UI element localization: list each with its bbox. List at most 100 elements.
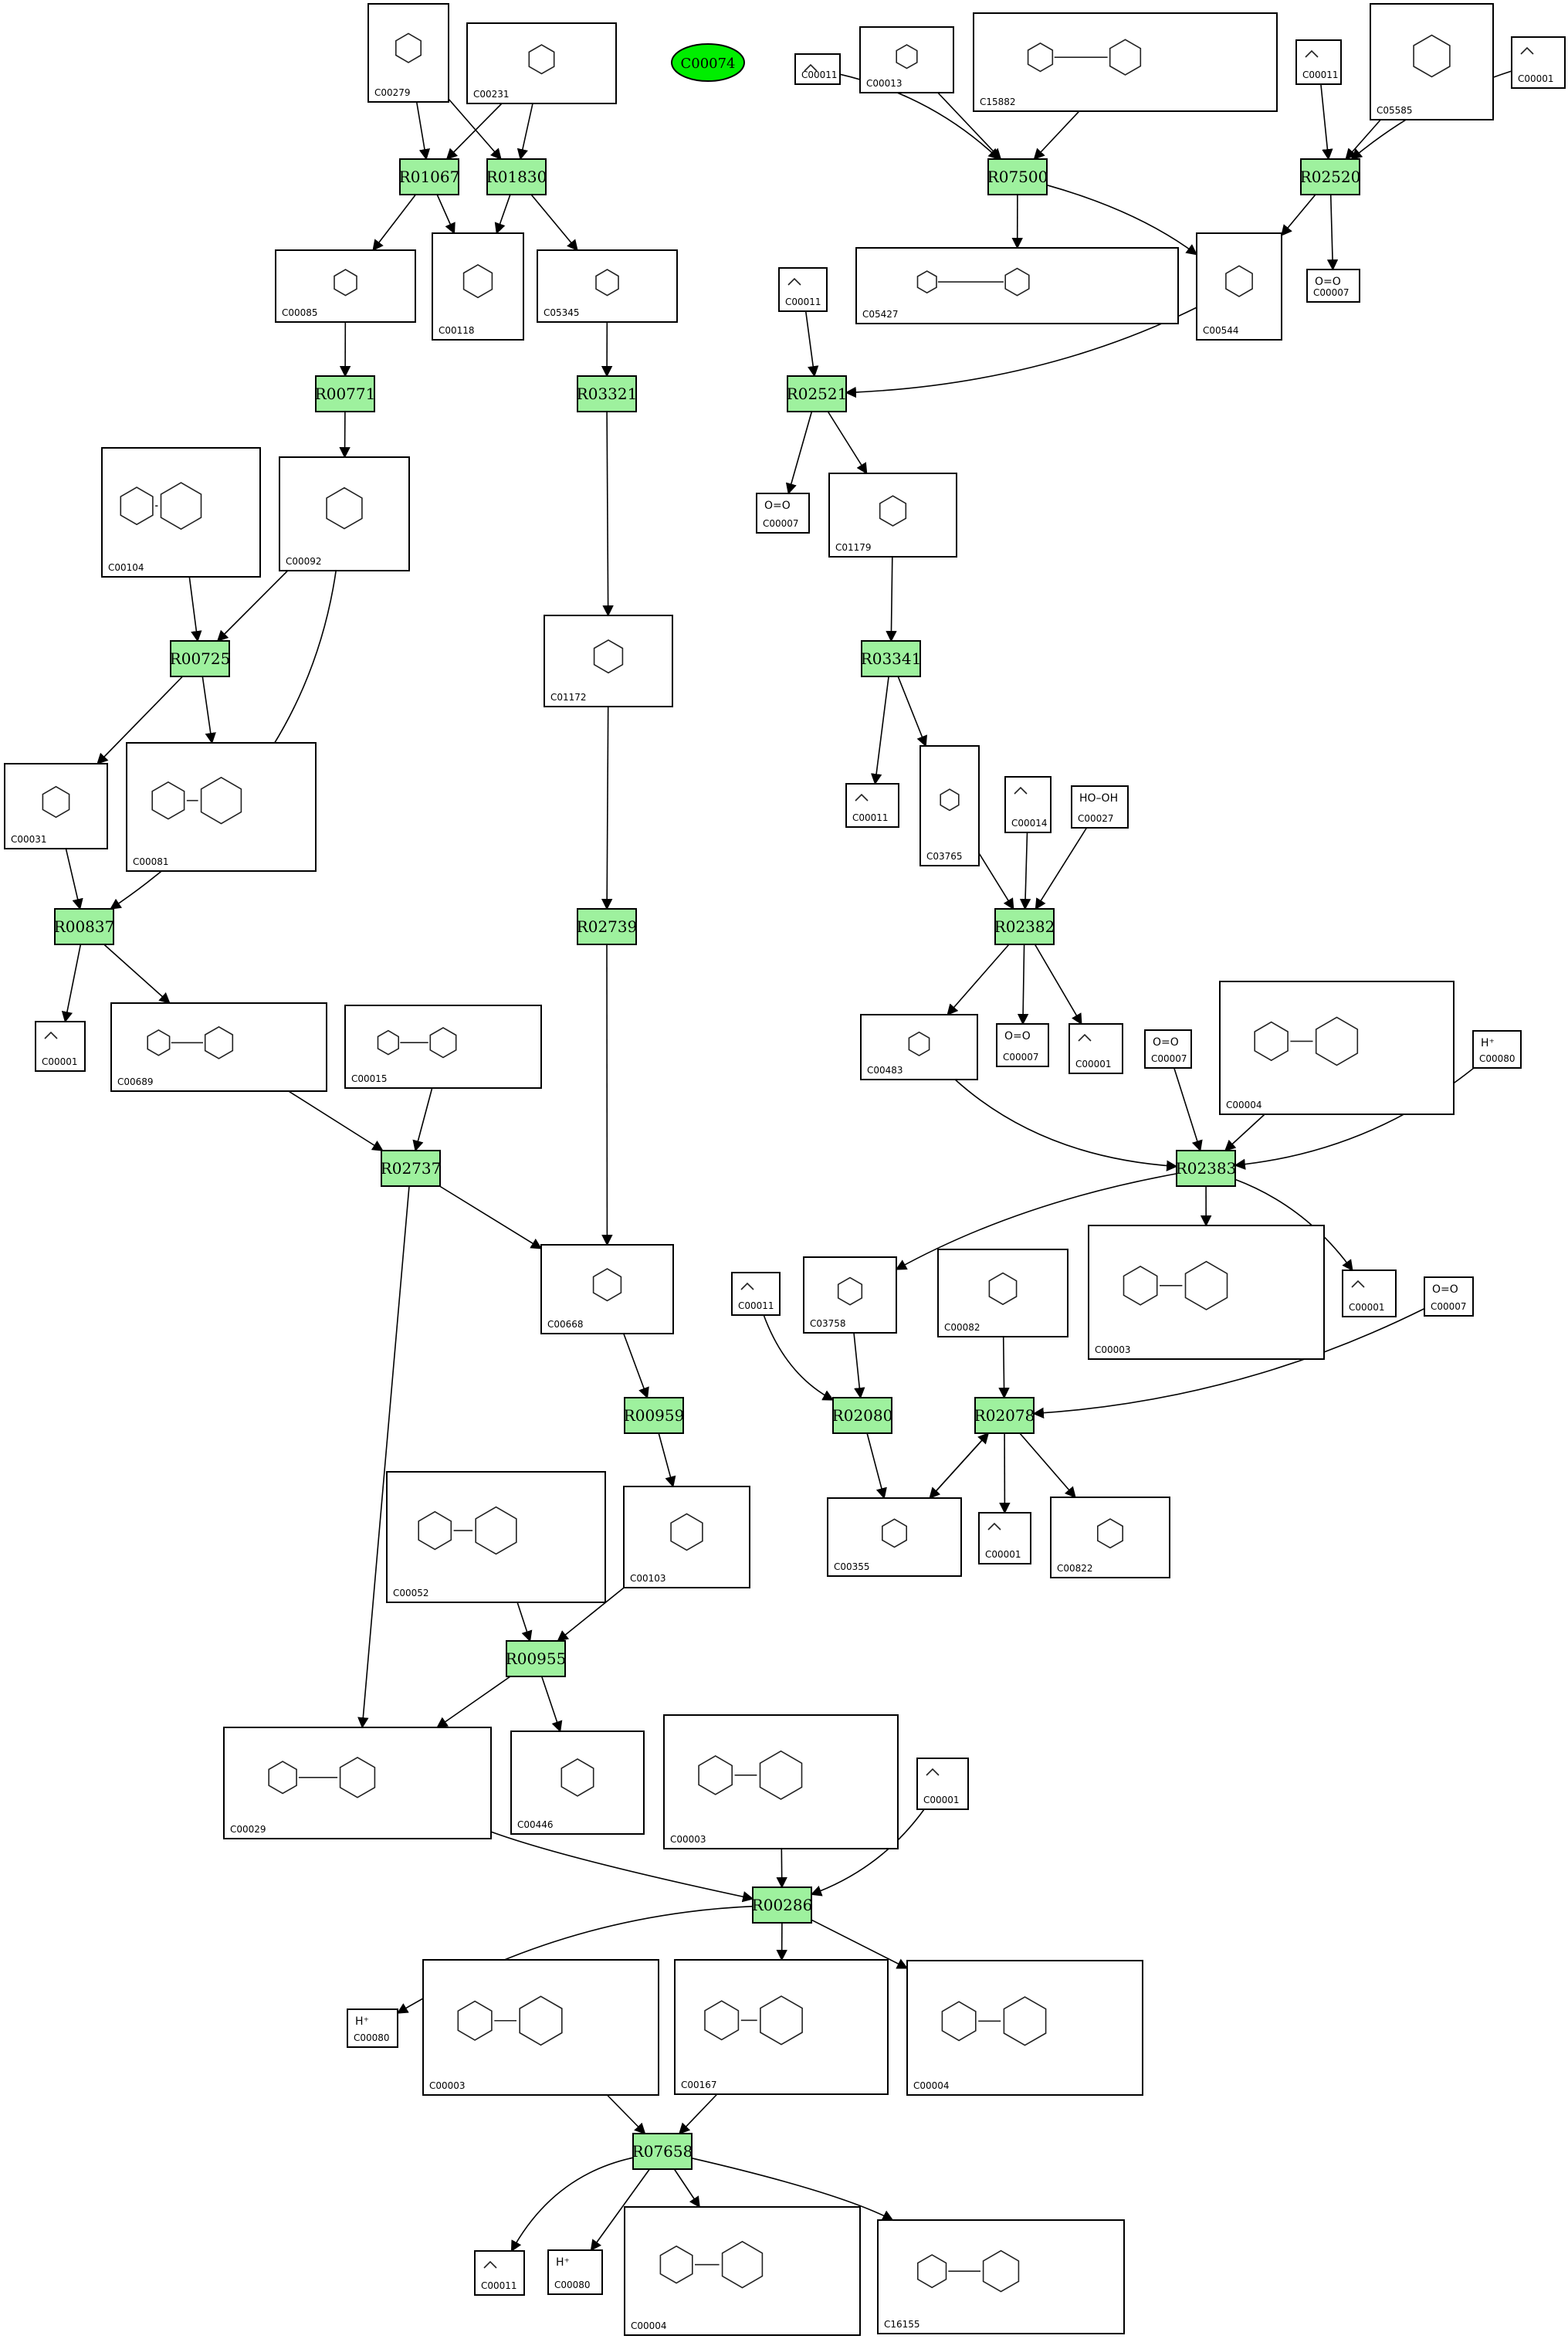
compound-c00003[interactable]: C00003 xyxy=(1088,1225,1325,1360)
compound-c00004[interactable]: C00004 xyxy=(624,2206,861,2336)
compound-id-label: C00104 xyxy=(108,562,144,573)
reaction-r07500[interactable]: R07500 xyxy=(987,158,1048,195)
compound-c05427[interactable]: C05427 xyxy=(855,247,1179,324)
reaction-label: R00725 xyxy=(170,649,231,668)
reaction-r00286[interactable]: R00286 xyxy=(752,1886,813,1924)
compound-c00104[interactable]: C00104 xyxy=(101,447,261,578)
compound-c00544[interactable]: C00544 xyxy=(1196,232,1282,341)
compound-c00689[interactable]: C00689 xyxy=(110,1002,327,1092)
compound-c00001[interactable]: C00001 xyxy=(978,1512,1031,1564)
reaction-r00955[interactable]: R00955 xyxy=(506,1640,567,1677)
compound-c00092[interactable]: C00092 xyxy=(279,456,410,571)
compound-c00011[interactable]: C00011 xyxy=(778,267,828,312)
compound-c03758[interactable]: C03758 xyxy=(803,1256,897,1334)
compound-c05345[interactable]: C05345 xyxy=(537,249,678,323)
reaction-r00771[interactable]: R00771 xyxy=(315,375,376,412)
compound-c00011[interactable]: C00011 xyxy=(845,783,899,828)
compound-c00483[interactable]: C00483 xyxy=(860,1014,978,1080)
compound-c00080[interactable]: H⁺C00080 xyxy=(1472,1030,1522,1069)
compound-c00011[interactable]: C00011 xyxy=(794,53,841,85)
reaction-r02520[interactable]: R02520 xyxy=(1300,158,1361,195)
compound-c15882[interactable]: C15882 xyxy=(973,12,1278,112)
compound-c00355[interactable]: C00355 xyxy=(827,1497,962,1577)
compound-id-label: C16155 xyxy=(884,2319,920,2330)
edge-c00011_e-to-r02080 xyxy=(763,1314,835,1401)
edge-c00007_d-to-r02383 xyxy=(1173,1067,1203,1152)
reaction-r01830[interactable]: R01830 xyxy=(486,158,547,195)
reaction-r03341[interactable]: R03341 xyxy=(861,640,922,677)
compound-c00001[interactable]: C00001 xyxy=(916,1758,969,1810)
compound-c00011[interactable]: C00011 xyxy=(1295,39,1342,85)
compound-id-label: C00668 xyxy=(547,1319,584,1330)
compound-c16155[interactable]: C16155 xyxy=(877,2219,1125,2334)
compound-c00003[interactable]: C00003 xyxy=(663,1714,899,1849)
reaction-r02739[interactable]: R02739 xyxy=(577,908,638,945)
compound-c00029[interactable]: C00029 xyxy=(223,1727,492,1839)
compound-box xyxy=(474,2250,525,2296)
compound-c00668[interactable]: C00668 xyxy=(540,1244,674,1334)
compound-box xyxy=(35,1021,86,1072)
compound-c00001[interactable]: C00001 xyxy=(1342,1270,1397,1317)
reaction-r02383[interactable]: R02383 xyxy=(1176,1150,1237,1187)
compound-c00052[interactable]: C00052 xyxy=(386,1471,606,1603)
compound-box xyxy=(916,1758,969,1810)
compound-c00822[interactable]: C00822 xyxy=(1050,1497,1170,1578)
reaction-r03321[interactable]: R03321 xyxy=(577,375,638,412)
compound-c00001[interactable]: C00001 xyxy=(1511,36,1566,89)
compound-id-label: C00004 xyxy=(913,2080,950,2091)
compound-c00031[interactable]: C00031 xyxy=(4,763,108,849)
compound-c00001[interactable]: C00001 xyxy=(1068,1023,1123,1074)
reaction-r00837[interactable]: R00837 xyxy=(54,908,115,945)
reaction-r01067[interactable]: R01067 xyxy=(399,158,460,195)
reaction-box xyxy=(1300,158,1360,195)
compound-c00013[interactable]: C00013 xyxy=(859,26,954,93)
start-node[interactable]: C00074 xyxy=(671,43,745,82)
compound-c00011[interactable]: C00011 xyxy=(731,1272,781,1316)
compound-c00004[interactable]: C00004 xyxy=(1219,981,1455,1115)
reaction-r02078[interactable]: R02078 xyxy=(974,1397,1035,1434)
compound-c05585[interactable]: C05585 xyxy=(1370,3,1494,120)
edge-r02737-to-c00029 xyxy=(357,1185,410,1729)
structure-ring-icon xyxy=(147,1029,171,1056)
reaction-r02737[interactable]: R02737 xyxy=(381,1150,442,1187)
compound-c01179[interactable]: C01179 xyxy=(828,473,957,558)
compound-c00446[interactable]: C00446 xyxy=(510,1731,645,1835)
compound-c00004[interactable]: C00004 xyxy=(906,1960,1143,2096)
compound-c00014[interactable]: C00014 xyxy=(1004,776,1052,833)
structure-ring-icon xyxy=(982,2249,1020,2293)
compound-c00080[interactable]: H⁺C00080 xyxy=(547,2249,603,2295)
edge-c00689-to-r02737 xyxy=(288,1090,384,1151)
compound-c00001[interactable]: C00001 xyxy=(35,1021,86,1072)
compound-c03765[interactable]: C03765 xyxy=(919,745,980,866)
compound-c01172[interactable]: C01172 xyxy=(544,615,673,707)
compound-c00003[interactable]: C00003 xyxy=(422,1959,659,2096)
compound-c00231[interactable]: C00231 xyxy=(466,22,617,104)
compound-c00082[interactable]: C00082 xyxy=(937,1249,1068,1337)
reaction-r00959[interactable]: R00959 xyxy=(624,1397,685,1434)
compound-id-label: C00031 xyxy=(11,834,47,845)
compound-c00081[interactable]: C00081 xyxy=(126,742,317,872)
edge-c00011_c-to-r02521 xyxy=(804,310,819,378)
compound-c00011[interactable]: C00011 xyxy=(474,2250,525,2296)
edge-r02520-to-c00544 xyxy=(1281,194,1316,236)
reaction-label: R02078 xyxy=(974,1406,1035,1425)
edge-c00231-to-r01067 xyxy=(445,103,503,161)
compound-c00118[interactable]: C00118 xyxy=(432,232,524,341)
compound-c00085[interactable]: C00085 xyxy=(275,249,416,323)
reaction-r00725[interactable]: R00725 xyxy=(170,640,231,677)
compound-c00103[interactable]: C00103 xyxy=(623,1486,750,1588)
reaction-r07658[interactable]: R07658 xyxy=(632,2133,693,2170)
compound-c00080[interactable]: H⁺C00080 xyxy=(347,2008,398,2048)
reaction-r02080[interactable]: R02080 xyxy=(832,1397,893,1434)
compound-c00167[interactable]: C00167 xyxy=(674,1959,889,2095)
reaction-r02382[interactable]: R02382 xyxy=(994,908,1055,945)
reaction-r02521[interactable]: R02521 xyxy=(787,375,848,412)
compound-c00279[interactable]: C00279 xyxy=(367,3,449,103)
compound-c00015[interactable]: C00015 xyxy=(344,1005,542,1089)
